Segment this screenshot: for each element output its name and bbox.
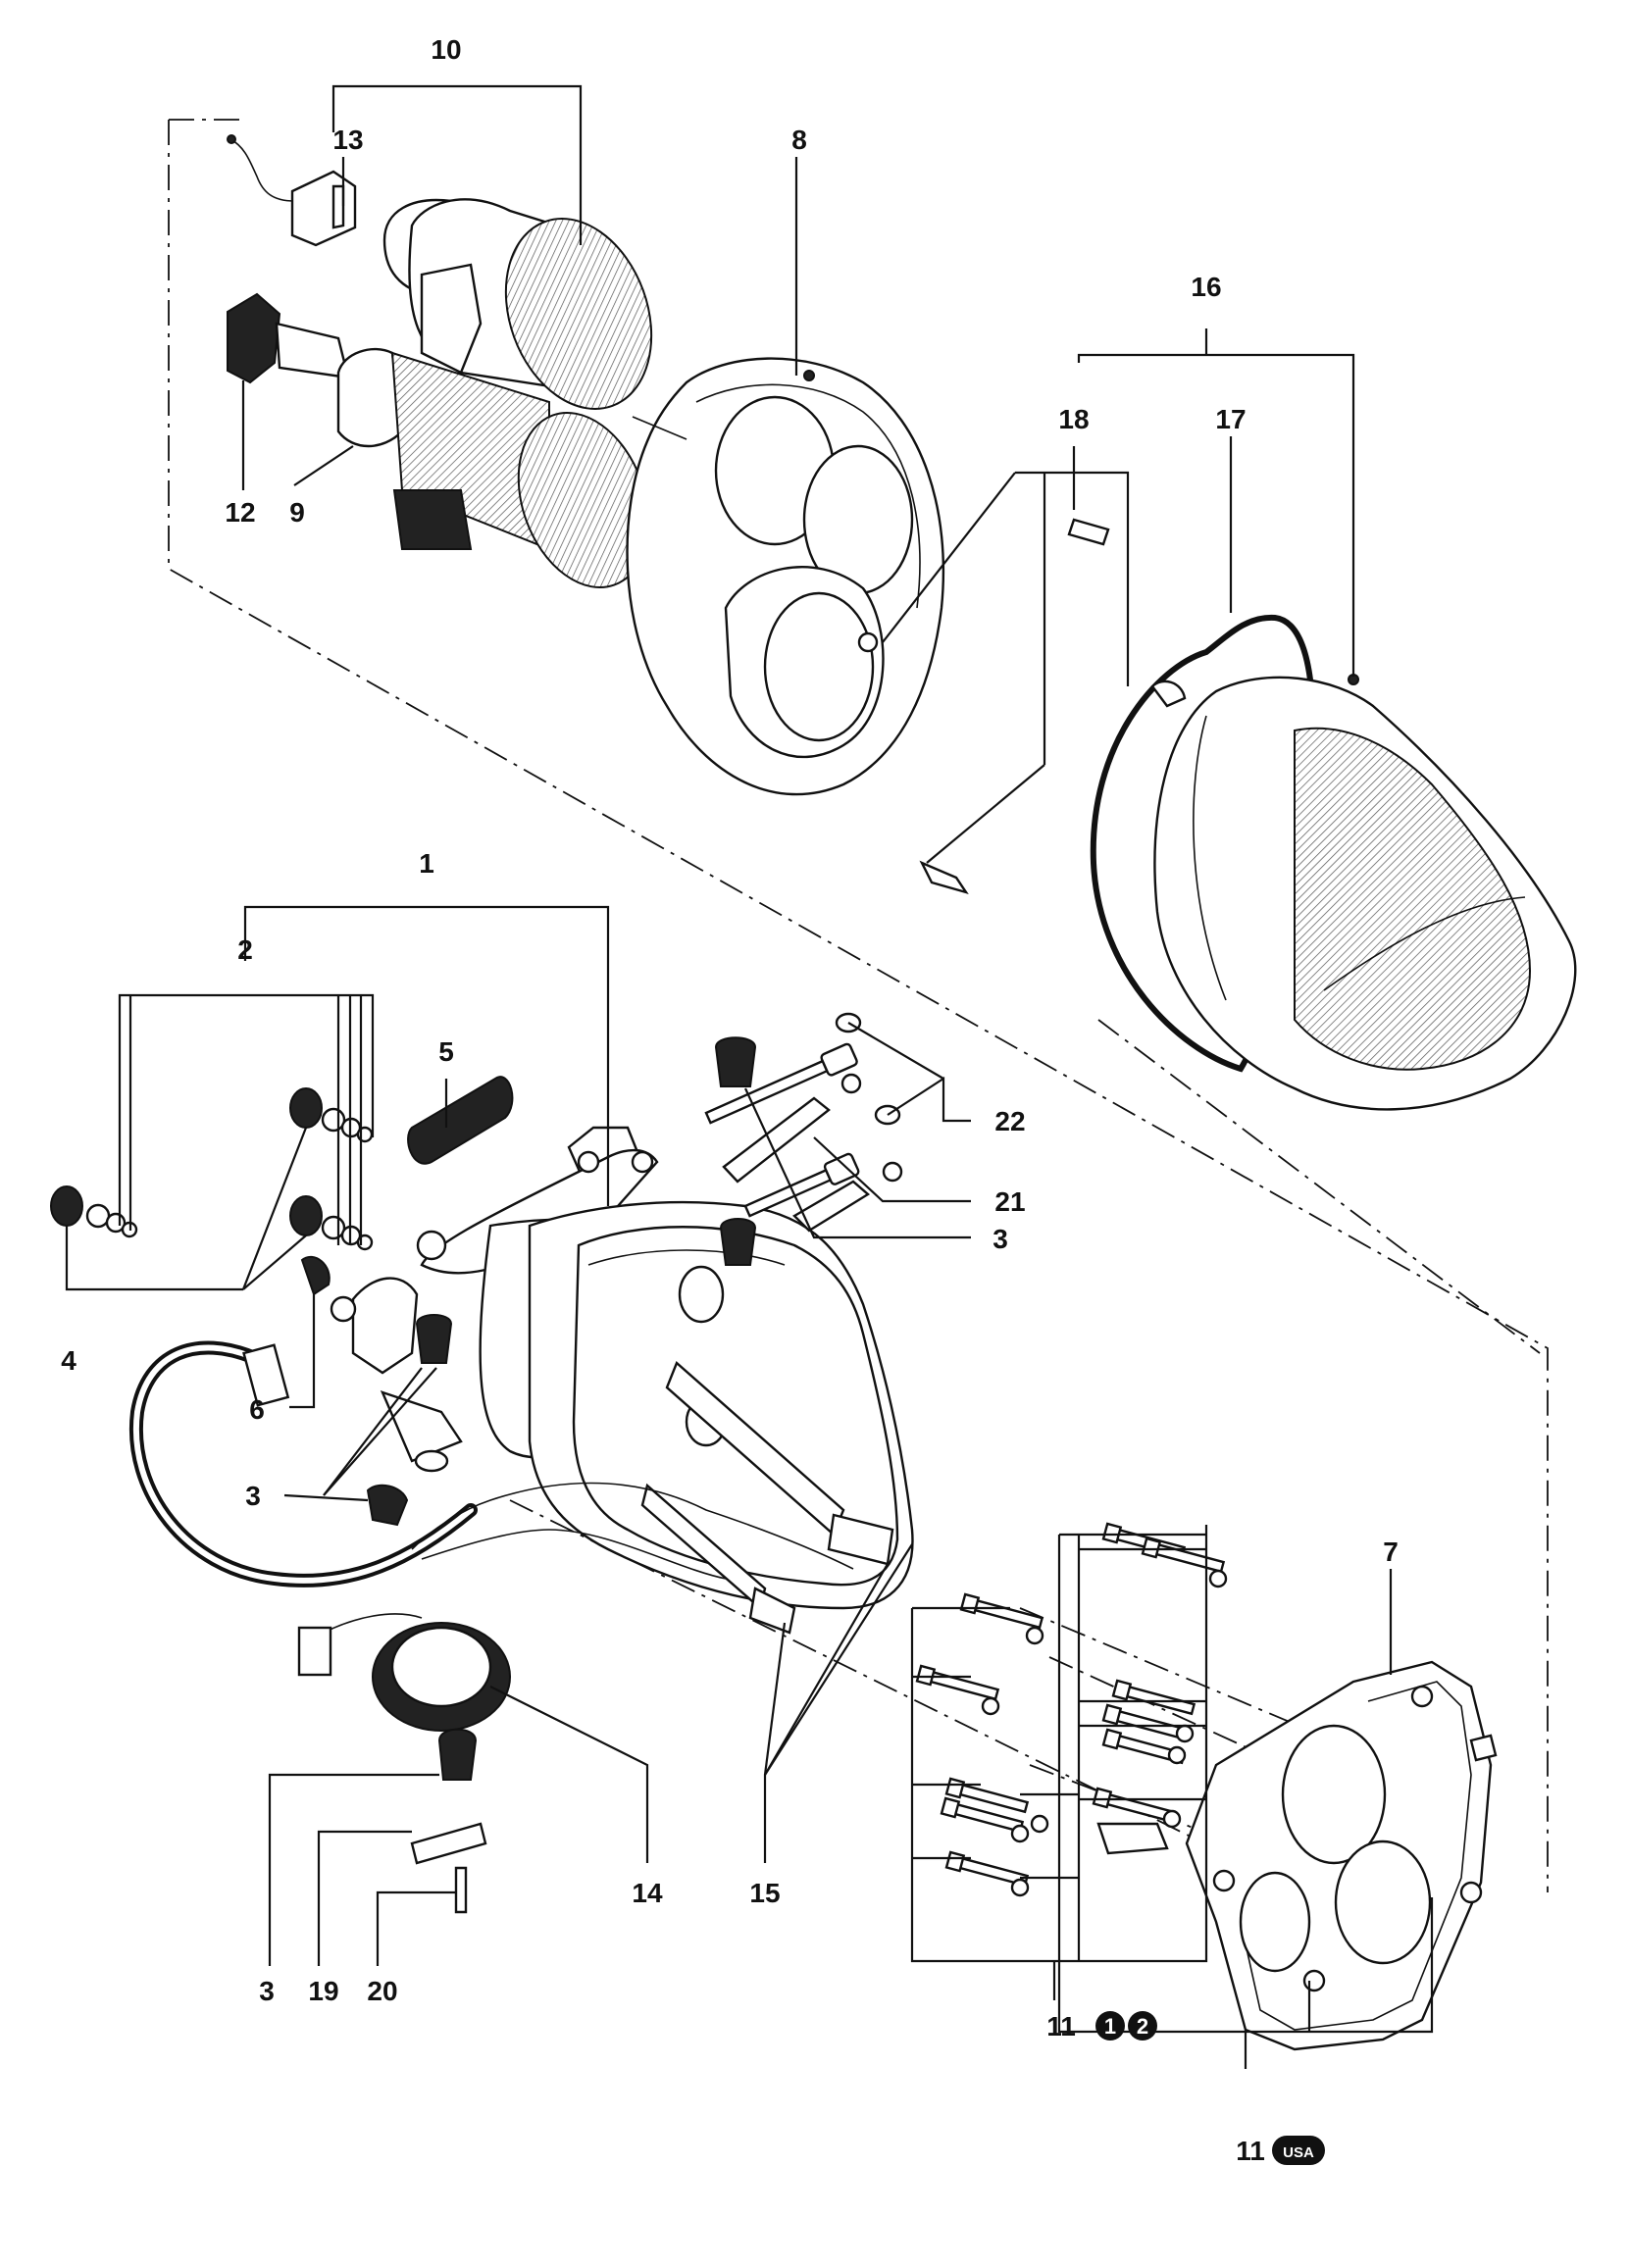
label-14: 14 — [632, 1878, 663, 1908]
label-10: 10 — [431, 34, 461, 65]
label-13: 13 — [332, 125, 363, 155]
label-1: 1 — [419, 848, 434, 879]
label-21: 21 — [994, 1186, 1025, 1217]
wiring-harness — [128, 1340, 854, 1732]
label-5: 5 — [438, 1036, 454, 1067]
svg-text:USA: USA — [1283, 2144, 1314, 2161]
label-20: 20 — [367, 1976, 397, 2006]
svg-text:1: 1 — [1104, 2014, 1116, 2039]
mounting-bracket — [1096, 1660, 1498, 2051]
label-3-left: 3 — [245, 1481, 261, 1511]
label-19: 19 — [308, 1976, 338, 2006]
part-labels: 10 13 8 16 18 17 12 9 1 2 5 22 21 3 4 6 … — [61, 34, 1399, 2166]
leader-lines — [65, 84, 1434, 2069]
label-2: 2 — [237, 934, 253, 965]
label-12: 12 — [225, 497, 255, 528]
usa-badge: USA — [1272, 2136, 1325, 2165]
label-3-bottom: 3 — [259, 1976, 275, 2006]
label-9: 9 — [289, 497, 305, 528]
label-3-upper: 3 — [993, 1224, 1008, 1254]
label-4: 4 — [61, 1345, 76, 1376]
variant-badge-2: 2 — [1128, 2011, 1157, 2041]
label-7: 7 — [1383, 1537, 1399, 1567]
upper-projector-module — [227, 134, 653, 410]
main-housing — [330, 1126, 914, 1635]
svg-text:2: 2 — [1137, 2014, 1148, 2039]
label-16: 16 — [1191, 272, 1221, 302]
variant-badge-1: 1 — [1095, 2011, 1125, 2041]
screw-set — [915, 1522, 1228, 1897]
label-11-usa: 11 — [1236, 2136, 1265, 2166]
label-8: 8 — [791, 125, 807, 155]
label-18: 18 — [1058, 404, 1089, 434]
headlight-lens — [1090, 614, 1577, 1111]
label-17: 17 — [1215, 404, 1246, 434]
reflector-housing — [626, 357, 945, 796]
label-11: 11 — [1046, 2011, 1076, 2041]
label-15: 15 — [749, 1878, 780, 1908]
clips — [919, 518, 1187, 895]
lower-projector-module — [227, 292, 650, 589]
label-22: 22 — [994, 1106, 1025, 1136]
label-6: 6 — [249, 1394, 265, 1425]
